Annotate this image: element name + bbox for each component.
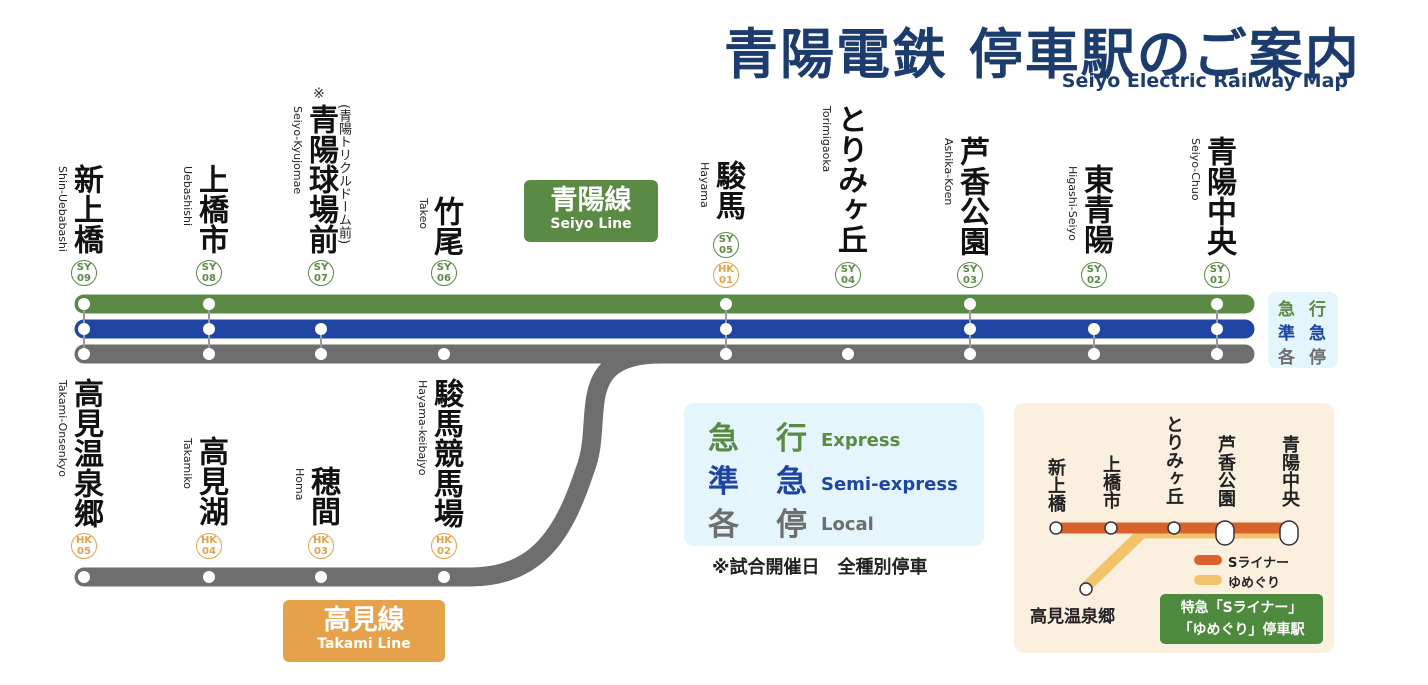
inset-branch-station: 高見温泉郷 [1030, 607, 1115, 627]
inset-station: 芦香公園 [1215, 435, 1236, 507]
station-romaji: Takami-Onsenkyo [56, 380, 69, 477]
station-name-takami-onsenkyo: 高見温泉郷 [68, 378, 103, 528]
service-type-tag: 急 行 準 急 各 停 [1268, 292, 1338, 368]
inset-station: 上橋市 [1100, 455, 1121, 509]
station-name-higashi-seiyo: 東青陽 [1078, 164, 1113, 254]
takami-line-label: 高見線 Takami Line [283, 600, 445, 662]
takami-branch-line [74, 344, 672, 587]
station-romaji: Higashi-Seiyo [1066, 166, 1079, 241]
inset-station: 青陽中央 [1279, 435, 1300, 507]
station-name-seiyo-chuo: 青陽中央 [1201, 136, 1236, 256]
station-name-shin-uebabashi: 新上橋 [68, 164, 103, 254]
seiyo-line-label: 青陽線 Seiyo Line [524, 180, 658, 242]
limited-express-inset: 新上橋 上橋市 とりみヶ丘 芦香公園 青陽中央 高見温泉郷 Sライナー ゆめぐり… [1014, 403, 1334, 653]
inset-station: とりみヶ丘 [1163, 415, 1184, 505]
station-romaji: Takeo [417, 198, 430, 230]
station-romaji: Seiyo-Chuo [1189, 138, 1202, 201]
station-name-takamiko: 高見湖 [193, 436, 228, 526]
station-name-ashika-koen: 芦香公園 [954, 136, 989, 256]
station-romaji: Hayama-keibajyo [416, 380, 429, 476]
note-mark: ※ [313, 86, 325, 102]
station-romaji: Ashika-Koen [942, 138, 955, 206]
station-name-uebashishi: 上橋市 [193, 164, 228, 254]
inset-lines [1049, 520, 1299, 596]
station-name-seiyo-kyujomae: 青陽球場前 [303, 104, 338, 254]
page-subtitle: Seiyo Electric Railway Map [1061, 70, 1348, 92]
station-name-hayama: 駿馬 [710, 160, 745, 220]
station-name-takeo: 竹尾 [428, 196, 463, 256]
station-name-torimigaoka: とりみヶ丘 [832, 104, 867, 254]
station-romaji: Torimigaoka [820, 106, 833, 173]
station-name-homa: 穂間 [305, 466, 340, 526]
page-title: 青陽電鉄 停車駅のご案内 [724, 23, 1361, 86]
station-alt-name: (青陽トリクルドーム前) [336, 104, 351, 245]
station-romaji: Takamiko [181, 438, 194, 490]
station-romaji: Hayama [698, 162, 711, 208]
station-name-hayama-keibajyo: 駿馬競馬場 [428, 378, 463, 528]
legend-sliner: Sライナー [1228, 556, 1290, 571]
station-romaji: Shin-Uebabashi [56, 166, 69, 252]
station-romaji: Seiyo-Kyujomae [291, 106, 304, 195]
station-romaji: Homa [293, 468, 306, 501]
station-romaji: Uebashishi [181, 166, 194, 227]
inset-station: 新上橋 [1045, 458, 1066, 512]
footnote: ※試合開催日 全種別停車 [712, 557, 928, 578]
service-legend: 急 行 Express 準 急 Semi-express 各 停 Local [684, 403, 984, 546]
limited-express-note: 特急「Sライナー」「ゆめぐり」停車駅 [1160, 594, 1323, 644]
legend-yumeguri: ゆめぐり [1228, 576, 1281, 591]
stop-dot [78, 298, 90, 310]
